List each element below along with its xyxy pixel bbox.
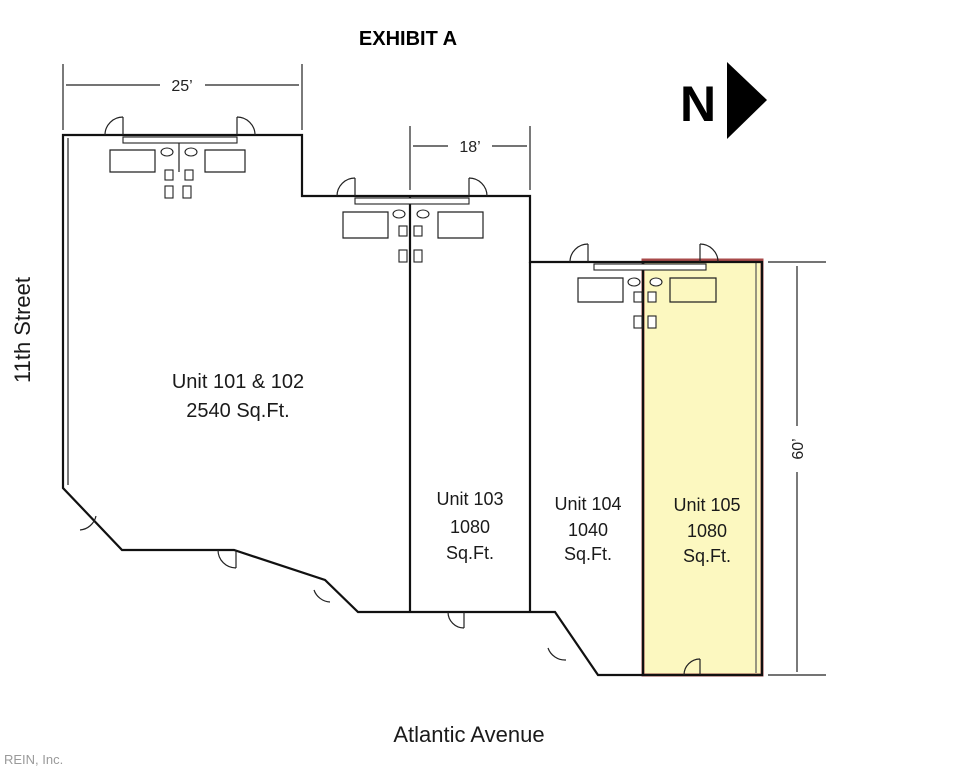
exhibit-title: EXHIBIT A (359, 28, 457, 50)
street-11th-street: 11th Street (10, 277, 35, 383)
north-arrow-icon: N (680, 62, 767, 139)
svg-text:Unit 103: Unit 103 (436, 489, 503, 509)
unit-104-label: Unit 104 1040 Sq.Ft. (554, 494, 621, 564)
svg-text:1040: 1040 (568, 520, 608, 540)
watermark: REIN, Inc. (4, 752, 63, 767)
rear-restroom-fixtures-3 (569, 243, 719, 329)
dimension-18ft: 18’ (409, 126, 531, 190)
svg-text:1080: 1080 (450, 517, 490, 537)
unit-101-102-label: Unit 101 & 102 2540 Sq.Ft. (172, 371, 304, 422)
unit-103-label: Unit 103 1080 Sq.Ft. (436, 489, 503, 563)
svg-text:Sq.Ft.: Sq.Ft. (446, 543, 494, 563)
street-atlantic-avenue: Atlantic Avenue (393, 722, 544, 747)
svg-text:Unit 104: Unit 104 (554, 494, 621, 514)
dimension-18ft-label: 18’ (459, 139, 480, 156)
dimension-60ft: 60’ (768, 261, 826, 676)
svg-text:Sq.Ft.: Sq.Ft. (564, 544, 612, 564)
north-label: N (680, 76, 716, 132)
dimension-25ft: 25’ (62, 64, 303, 130)
dimension-25ft-label: 25’ (171, 78, 192, 95)
north-arrow-triangle (727, 62, 767, 139)
svg-text:1080: 1080 (687, 521, 727, 541)
rear-restroom-fixtures-2 (336, 177, 488, 263)
svg-text:2540 Sq.Ft.: 2540 Sq.Ft. (186, 400, 289, 422)
svg-text:Unit 105: Unit 105 (673, 495, 740, 515)
rear-restroom-fixtures-1 (104, 116, 256, 199)
svg-text:Unit 101 & 102: Unit 101 & 102 (172, 371, 304, 393)
svg-text:Sq.Ft.: Sq.Ft. (683, 546, 731, 566)
unit-105-highlight (641, 258, 764, 677)
building-outline (61, 133, 764, 677)
dimension-60ft-label: 60’ (790, 438, 807, 459)
unit-105-label: Unit 105 1080 Sq.Ft. (673, 495, 740, 566)
front-door-swings (79, 515, 701, 676)
